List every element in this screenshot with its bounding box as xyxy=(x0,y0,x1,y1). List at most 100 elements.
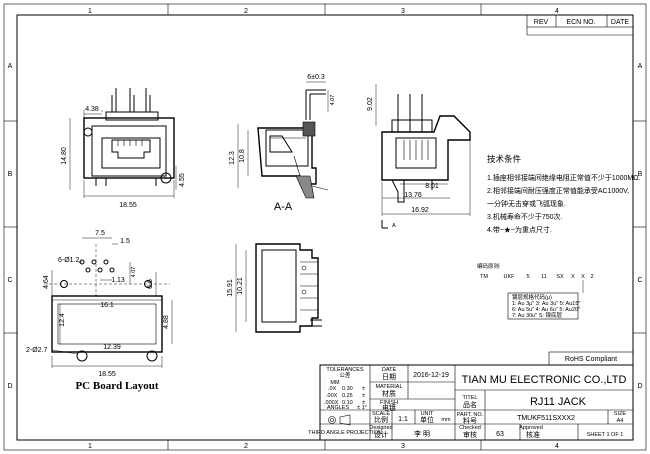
rev-header: REV xyxy=(534,19,549,26)
code-rule-label: 编码原则: xyxy=(477,262,501,270)
col-label-bottom: 2 xyxy=(244,443,248,450)
tol-mm: MM xyxy=(330,380,340,386)
code-part: TM xyxy=(480,274,488,280)
col-label-bottom: 4 xyxy=(555,443,559,450)
rohs-label: RoHS Compliant xyxy=(565,356,617,363)
title-cn: 品名 xyxy=(463,400,477,409)
rear-dim-3: 13.76 xyxy=(404,192,422,199)
code-box-line: 6: Au 5u" 4: Au 6u" 5: Au20" xyxy=(512,307,580,313)
tol-val: 0.10 xyxy=(342,400,353,406)
designer-name: 李 明 xyxy=(414,429,430,438)
revision-table: REV ECN NO. DATE xyxy=(526,14,634,36)
code-part: SX xyxy=(556,274,564,280)
rear-dim-4: 16.92 xyxy=(411,207,429,214)
code-box-line: 镀层规格代码(μ) xyxy=(512,293,552,301)
row-label-left: C xyxy=(7,277,12,284)
section-label: A-A xyxy=(274,201,293,213)
tech-item: 一分钟无击穿或飞弧现象. xyxy=(487,199,566,208)
scale-value: 1:1 xyxy=(398,416,408,423)
front-dim-1: 4.38 xyxy=(85,106,99,113)
scale-cn: 比例 xyxy=(374,415,388,424)
front-view: 4.38 14.80 4.55 18.55 xyxy=(61,88,186,209)
pcb-dim-11: 12.39 xyxy=(103,344,121,351)
col-label-bottom: 3 xyxy=(401,443,405,450)
row-label-right: B xyxy=(638,171,643,178)
code-part: 11 xyxy=(541,274,547,280)
front-dim-3: 4.55 xyxy=(179,173,186,187)
part-value: TMUKF511SXXX2 xyxy=(517,415,575,422)
designed-label: Designed xyxy=(369,425,392,431)
angles-val: ± 1° xyxy=(357,405,367,411)
tol-range: .000X xyxy=(324,400,339,406)
scale-label: SCALE xyxy=(372,411,390,417)
tol-val: 0.30 xyxy=(342,386,353,392)
tol-pm: ± xyxy=(362,386,365,392)
date-value: 2016-12-19 xyxy=(413,372,449,379)
pcb-dim-2: 1.5 xyxy=(120,238,130,245)
title-value: RJ11 JACK xyxy=(530,396,587,408)
title-label: TITEL xyxy=(463,395,478,401)
zone-labels: 1 2 3 4 1 2 3 4 A B C D A B C D xyxy=(7,8,642,450)
finish-label: FINISH xyxy=(380,400,398,406)
row-label-left: D xyxy=(7,383,12,390)
rear-view: 9.02 8.01 13.76 16.92 A xyxy=(367,84,471,229)
row-label-right: D xyxy=(637,383,642,390)
unit-value: mm xyxy=(441,417,451,423)
checked-label: Checked xyxy=(459,425,481,431)
pcb-dim-10: 4.88 xyxy=(163,315,170,329)
bottom-dim-2: 10.21 xyxy=(237,277,244,295)
tol-pm: ± xyxy=(362,400,365,406)
pcb-dim-4: 4.07 xyxy=(131,267,137,278)
approved-label: Approved xyxy=(519,425,543,431)
code-box-line: 7: Au 30u" S: 镍底层 xyxy=(512,311,562,319)
bottom-view: 15.91 10.21 xyxy=(227,243,322,333)
code-part: UKF xyxy=(504,274,516,280)
tech-item: 4.带~★~为重点尺寸. xyxy=(487,225,552,234)
material-cn: 材质 xyxy=(382,389,396,398)
material-label: MATERIAL xyxy=(375,384,402,390)
side-dim-2: 4.07 xyxy=(330,95,336,106)
side-section-view: 6±0.3 4.07 12.3 10.8 A-A xyxy=(229,74,336,213)
pcb-dim-6: 1.13 xyxy=(111,277,125,284)
pcb-dim-3: 6-Ø1.2 xyxy=(58,257,80,264)
tech-item: 3.机械寿命不少于750次. xyxy=(487,212,563,221)
pcb-dim-8: 16.1 xyxy=(100,302,114,309)
row-label-left: A xyxy=(8,63,13,70)
finish-cn: 电镀 xyxy=(382,403,396,412)
code-rule: 编码原则: TM UKF 5 11 SX X X 2 镀层规格代码(μ) 1: … xyxy=(477,262,594,320)
part-cn: 料号 xyxy=(463,416,477,425)
code-part: 5 xyxy=(526,274,529,280)
sheet-value: SHEET 1 OF 1 xyxy=(587,432,624,438)
title-block: RoHS Compliant TOLERANCES 公差 MM .0X 0.30… xyxy=(308,351,634,441)
checked-value: 63 xyxy=(496,431,504,438)
projection-symbol-icon xyxy=(328,414,351,426)
tol-pm: ± xyxy=(362,393,365,399)
col-label-top: 1 xyxy=(88,8,92,15)
tech-requirements: 技术条件 1.插座相邻接端间绝缘电阻正常值不少于1000MΩ. 2.相邻接端间耐… xyxy=(487,154,640,234)
col-label-top: 3 xyxy=(401,8,405,15)
tolerances-unit: 公差 xyxy=(339,371,351,379)
side-dim-1: 6±0.3 xyxy=(307,74,325,81)
rear-dim-1: 9.02 xyxy=(367,97,374,111)
unit-label: UNIT xyxy=(421,411,434,417)
size-value: A4 xyxy=(617,418,624,424)
side-dim-4: 10.8 xyxy=(239,149,246,163)
projection-label: THIRD ANGLE PROJECTION xyxy=(308,430,382,436)
front-dim-4: 18.55 xyxy=(119,202,137,209)
bottom-dim-1: 15.91 xyxy=(227,279,234,297)
pcb-layout: 7.5 1.5 6-Ø1.2 4.07 4.64 1.13 6.6 16.1 1… xyxy=(26,230,173,392)
tech-item: 1.插座相邻接端间绝缘电阻正常值不少于1000MΩ. xyxy=(487,173,640,182)
company-name: TIAN MU ELECTRONIC CO.,LTD xyxy=(462,374,627,386)
tech-title: 技术条件 xyxy=(487,154,522,164)
pcb-dim-13: 18.55 xyxy=(98,371,116,378)
col-label-top: 4 xyxy=(555,8,559,15)
tol-val: 0.25 xyxy=(342,393,353,399)
row-label-left: B xyxy=(8,171,13,178)
code-box-line: 1: Au 3μ" 3: Au 3u" 5: Au15" xyxy=(512,301,580,307)
part-label: PART. NO. xyxy=(457,412,484,418)
pcb-dim-12: 2-Ø2.7 xyxy=(26,347,48,354)
angles-label: ANGLES xyxy=(327,405,350,411)
code-part: 2 xyxy=(590,274,593,280)
side-dim-3: 12.3 xyxy=(229,151,236,165)
